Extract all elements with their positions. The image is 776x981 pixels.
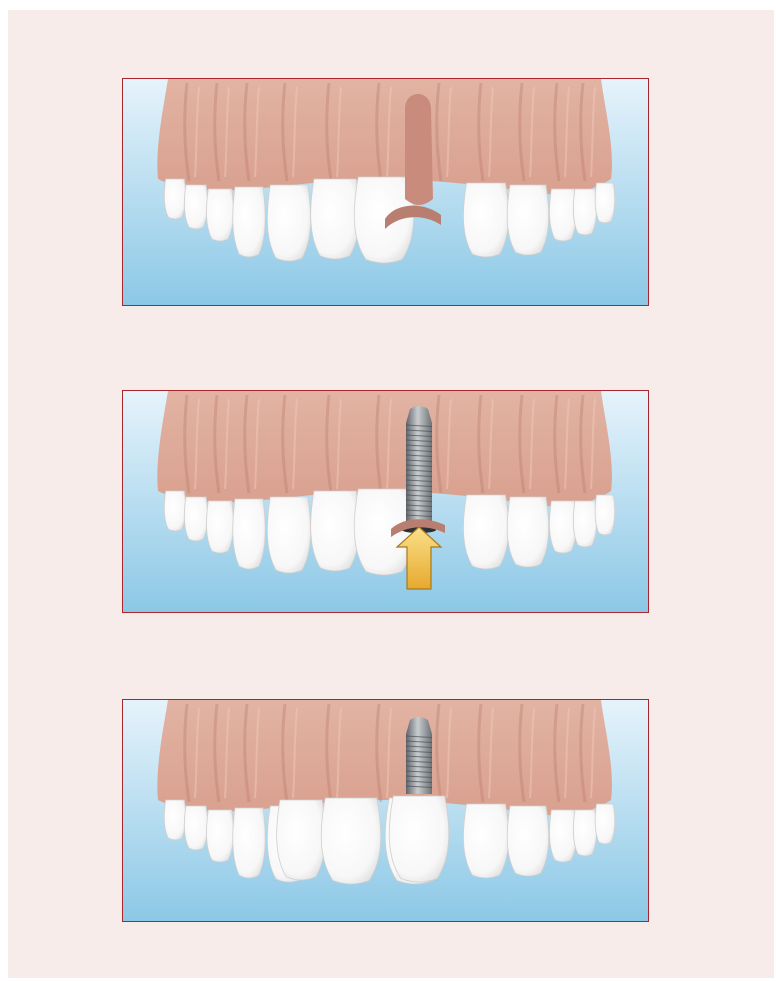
tooth-lateral-l <box>311 179 360 259</box>
tooth-premolar-l1 <box>233 187 265 257</box>
tooth-molar-l2 <box>184 497 207 541</box>
implant-crown <box>389 796 449 882</box>
tooth-lateral-r <box>463 804 508 878</box>
implant-screw-icon <box>406 717 432 794</box>
tooth-canine-l <box>267 497 310 573</box>
tooth-premolar-r2 <box>573 810 596 856</box>
tooth-central-l <box>354 177 414 263</box>
implant-screw-icon <box>402 406 436 533</box>
tooth-canine-r <box>507 806 549 876</box>
tooth-molar-r2 <box>595 804 615 844</box>
dental-illustration-crown-placed <box>123 700 648 921</box>
tooth-premolar-l2 <box>206 501 233 553</box>
tooth-molar-l2 <box>184 185 207 229</box>
tooth-central-l <box>321 798 381 884</box>
empty-socket <box>405 94 433 205</box>
figure-sheet <box>8 10 774 978</box>
tooth-canine-r <box>507 497 549 567</box>
dental-illustration-implant-insertion <box>123 391 648 612</box>
tooth-premolar-l1 <box>233 808 265 878</box>
tooth-molar-r2 <box>595 495 615 535</box>
tooth-lateral-l <box>311 491 360 571</box>
tooth-premolar-r2 <box>573 501 596 547</box>
tooth-lateral-r <box>463 495 508 569</box>
tooth-lateral-l <box>277 800 326 880</box>
tooth-molar-r2 <box>595 183 615 223</box>
tooth-molar-l3 <box>164 800 186 840</box>
tooth-molar-l3 <box>164 491 186 531</box>
tooth-premolar-r1 <box>549 810 576 862</box>
panel-implant-insertion <box>122 390 649 613</box>
tooth-molar-l2 <box>184 806 207 850</box>
tooth-canine-l <box>267 185 310 261</box>
tooth-premolar-r2 <box>573 189 596 235</box>
panel-crown-placed <box>122 699 649 922</box>
tooth-canine-r <box>507 185 549 255</box>
tooth-premolar-l2 <box>206 810 233 862</box>
dental-illustration-missing-tooth <box>123 79 648 305</box>
tooth-lateral-r <box>463 183 508 257</box>
tooth-premolar-l1 <box>233 499 265 569</box>
tooth-central-l <box>354 489 414 575</box>
panel-missing-tooth <box>122 78 649 306</box>
tooth-premolar-l2 <box>206 189 233 241</box>
tooth-premolar-r1 <box>549 189 576 241</box>
tooth-molar-l3 <box>164 179 186 219</box>
tooth-premolar-r1 <box>549 501 576 553</box>
